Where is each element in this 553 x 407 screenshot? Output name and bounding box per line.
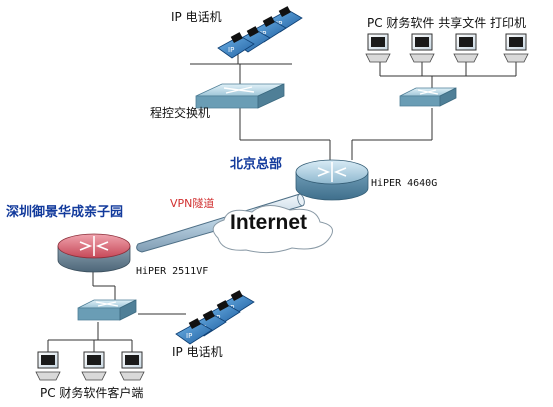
branch-switch-icon xyxy=(77,299,137,321)
pbx-switch-icon xyxy=(195,83,285,109)
pc-icon xyxy=(453,33,479,63)
pc-icon xyxy=(365,33,391,63)
beijing-hq-label: 北京总部 xyxy=(230,157,283,172)
pc-icon xyxy=(409,33,435,63)
branch-router-model-label: HiPER 2511VF xyxy=(136,266,209,277)
pc-group-top-label: PC 财务软件 共享文件 打印机 xyxy=(367,16,527,30)
pc-group-top xyxy=(365,33,529,63)
pc-group-bottom-label: PC 财务软件客户端 xyxy=(40,386,144,400)
ip-phone-top-label: IP 电话机 xyxy=(171,10,222,24)
vpn-tunnel-label: VPN隧道 xyxy=(170,197,215,210)
ip-phone-group-top: IP IP IP IP xyxy=(217,6,303,59)
pc-icon xyxy=(503,33,529,63)
hq-router-icon xyxy=(295,159,369,201)
pc-icon xyxy=(81,351,107,381)
ip-phone-bottom-label: IP 电话机 xyxy=(172,345,223,359)
pc-icon xyxy=(35,351,61,381)
ip-phone-group-bottom: IP IP IP IP xyxy=(175,290,255,345)
pc-icon xyxy=(119,351,145,381)
ip-badge: IP xyxy=(228,46,234,54)
internet-cloud-icon xyxy=(212,205,333,254)
internet-label: Internet xyxy=(230,211,308,234)
ip-badge: IP xyxy=(186,332,192,340)
pc-group-bottom xyxy=(35,351,145,381)
pbx-label: 程控交换机 xyxy=(150,106,211,120)
ip-phone-icon: IP xyxy=(217,32,255,59)
hq-switch-icon xyxy=(399,87,457,107)
branch-router-icon xyxy=(57,233,131,273)
hq-router-model-label: HiPER 4640G xyxy=(371,178,438,189)
shenzhen-site-label: 深圳御景华成亲子园 xyxy=(6,205,124,220)
ip-phone-icon: IP xyxy=(175,318,213,345)
